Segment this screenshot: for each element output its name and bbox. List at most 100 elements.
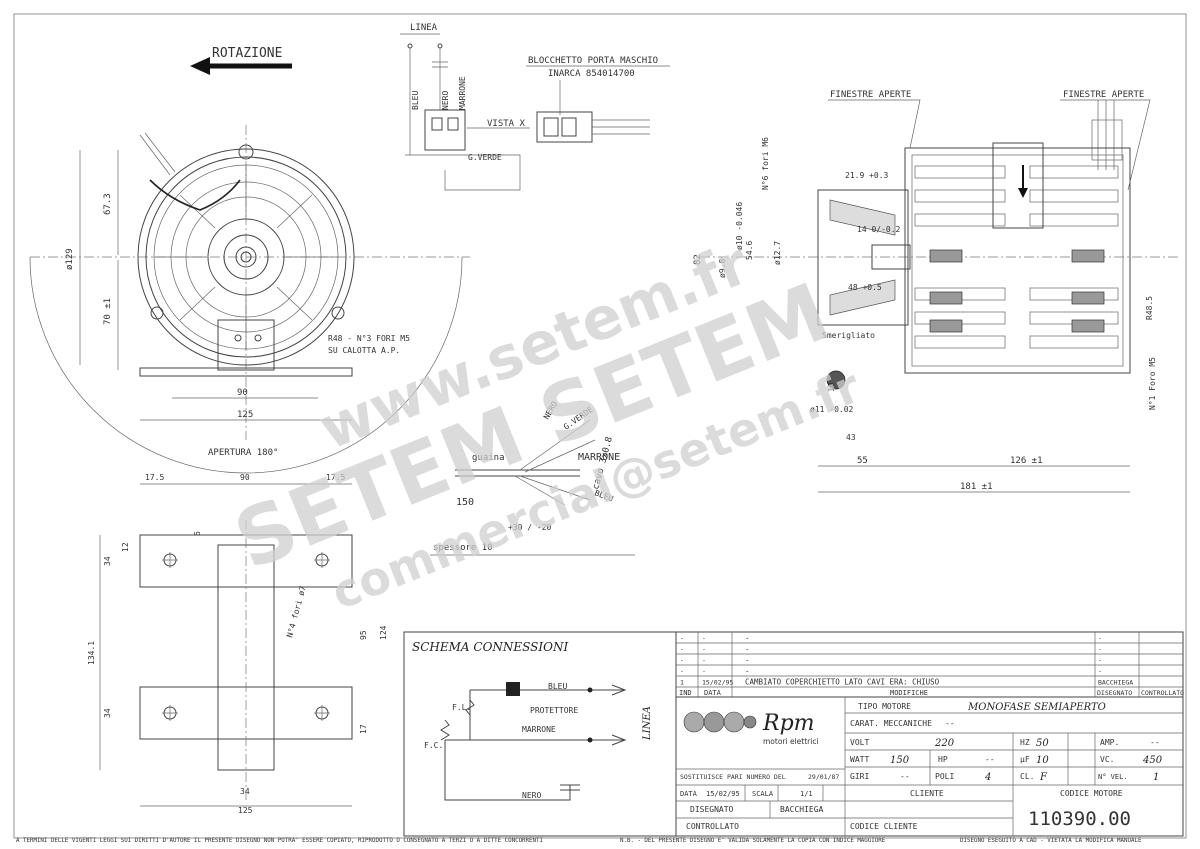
dim-front-4: 90 — [237, 388, 248, 398]
wire-gverde: G.VERDE — [468, 153, 502, 162]
dim-base-14: N°4 fori ø7 — [285, 585, 307, 639]
schema-bleu: BLEU — [548, 682, 567, 691]
holes-note-1: R48 - N°3 FORI M5 — [328, 334, 410, 343]
carat-label: CARAT. MECCANICHE — [850, 719, 932, 728]
rev-row-text: - — [745, 656, 750, 665]
tipo-value: MONOFASE SEMIAPERTO — [967, 702, 1106, 713]
giri-label: GIRI — [850, 772, 869, 781]
dim-side-2: 21.9 +0.3 — [845, 171, 889, 180]
rev-row-text: - — [745, 634, 750, 643]
dim-base-1: 17.5 — [145, 473, 164, 482]
rotation-arrow-down-icon — [1018, 188, 1028, 198]
hp-value: -- — [985, 755, 995, 764]
scala-value: 1/1 — [800, 790, 813, 798]
rev-row-text: - — [745, 667, 750, 676]
dim-side-15: ø11 -0.02 — [810, 405, 854, 414]
data-label: DATA — [680, 790, 698, 798]
amp-label: AMP. — [1100, 738, 1119, 747]
rev-row-by: BACCHIEGA — [1098, 679, 1133, 687]
dim-base-3: 17.5 — [326, 473, 345, 482]
rev-row-date: 15/02/95 — [702, 679, 733, 687]
rev-header-date: DATA — [704, 689, 722, 697]
dim-side-12: R48.5 — [1145, 296, 1154, 320]
cable-tolerance: +30 / -20 — [508, 523, 552, 532]
wire-nero: NERO — [441, 91, 450, 110]
front-view: APERTURA 180° 67.3 ø129 70 ±1 90 125 R48… — [29, 125, 470, 474]
footer-mid: N.B. - DEL PRESENTE DISEGNO E' VALIDA SO… — [620, 838, 886, 844]
rev-row-by: - — [1098, 668, 1102, 676]
volt-label: VOLT — [850, 738, 869, 747]
hz-label: HZ — [1020, 738, 1030, 747]
side-view: N°6 fori M6 21.9 +0.3 14 0/-0.2 48 +0.5 … — [693, 90, 1180, 493]
schema-title: SCHEMA CONNESSIONI — [412, 640, 568, 654]
watermark: www.setem.fr SETEM SETEM commercial@sete… — [222, 229, 867, 620]
dim-side-8: 82 — [693, 254, 703, 265]
schema-fc: F.C. — [424, 741, 443, 750]
sheet-border — [13, 13, 1187, 839]
schema-fl: F.L. — [452, 703, 471, 712]
brand-name: Rpm — [762, 711, 815, 736]
blocchetto-code: INARCA 854014700 — [548, 69, 635, 79]
vista-label: VISTA X — [487, 119, 526, 129]
cable-spessore: spessore 10 — [433, 543, 493, 553]
blocchetto-label: BLOCCHETTO PORTA MASCHIO — [528, 56, 658, 66]
volt-value: 220 — [934, 738, 955, 749]
dim-base-2: 90 — [240, 473, 250, 482]
cable-guaina: guaina — [472, 453, 505, 463]
dim-base-11: 17 — [359, 724, 368, 734]
finestre-right-label: FINESTRE APERTE — [1063, 90, 1144, 100]
dim-base-7: 134.1 — [87, 641, 96, 665]
dim-side-3: 14 0/-0.2 — [857, 225, 901, 234]
cable-len: 150 — [456, 497, 474, 508]
aperture-label: APERTURA 180° — [208, 448, 278, 458]
holes-note-2: SU CALOTTA A.P. — [328, 346, 400, 355]
dim-base-5: 6 — [193, 531, 202, 536]
dim-front-3: 70 ±1 — [103, 298, 113, 325]
dim-side-7: ø12.7 — [773, 241, 782, 265]
dim-front-5: 125 — [237, 410, 253, 420]
dim-side-6: 54.6 — [745, 241, 754, 260]
rev-row-text: CAMBIATO COPERCHIETTO LATO CAVI ERA: CHI… — [745, 678, 940, 687]
dim-side-9: 55 — [857, 456, 868, 466]
vc-label: VC. — [1100, 755, 1114, 764]
vc-value: 450 — [1142, 755, 1163, 766]
uf-value: 10 — [1036, 755, 1049, 766]
cl-value: F — [1039, 772, 1048, 783]
poli-value: 4 — [984, 772, 991, 783]
hp-label: HP — [938, 755, 948, 764]
dim-base-12: 34 — [240, 787, 250, 796]
hz-value: 50 — [1036, 738, 1049, 749]
dim-side-10: 126 ±1 — [1010, 456, 1043, 466]
dim-side-18: ø10 -0.046 — [735, 202, 744, 250]
scala-label: SCALA — [752, 790, 774, 798]
rev-row-n: - — [680, 657, 684, 665]
dim-side-11: 181 ±1 — [960, 482, 993, 492]
data-value: 15/02/95 — [706, 790, 740, 798]
schema-protettore: PROTETTORE — [530, 706, 578, 715]
vel-value: 1 — [1153, 772, 1159, 783]
watt-label: WATT — [850, 755, 869, 764]
dim-side-14: 10 — [827, 382, 836, 392]
rev-row-by: - — [1098, 635, 1102, 643]
rev-row-date: - — [702, 635, 706, 643]
schema-marrone: MARRONE — [522, 725, 556, 734]
rev-row-n: - — [680, 635, 684, 643]
rev-row-by: - — [1098, 646, 1102, 654]
rotation-label: ROTAZIONE — [212, 46, 282, 61]
dim-front-1: 67.3 — [103, 193, 113, 215]
poli-label: POLI — [935, 772, 954, 781]
rev-row-by: - — [1098, 657, 1102, 665]
base-view: 17.5 90 17.5 12 6 34 134.1 34 95 124 17 … — [87, 473, 388, 815]
giri-value: -- — [900, 772, 910, 781]
footer-left: A TERMINI DELLE VIGENTI LEGGI SUI DIRITT… — [16, 838, 543, 844]
arrow-left-icon — [190, 57, 210, 75]
dim-base-9: 95 — [359, 630, 368, 640]
controllato-label: CONTROLLATO — [686, 822, 739, 831]
rev-row-date: - — [702, 668, 706, 676]
dim-side-16: 43 — [846, 433, 856, 442]
dim-front-2: ø129 — [65, 248, 75, 270]
vel-label: N° VEL. — [1098, 773, 1128, 781]
rev-row-date: - — [702, 657, 706, 665]
